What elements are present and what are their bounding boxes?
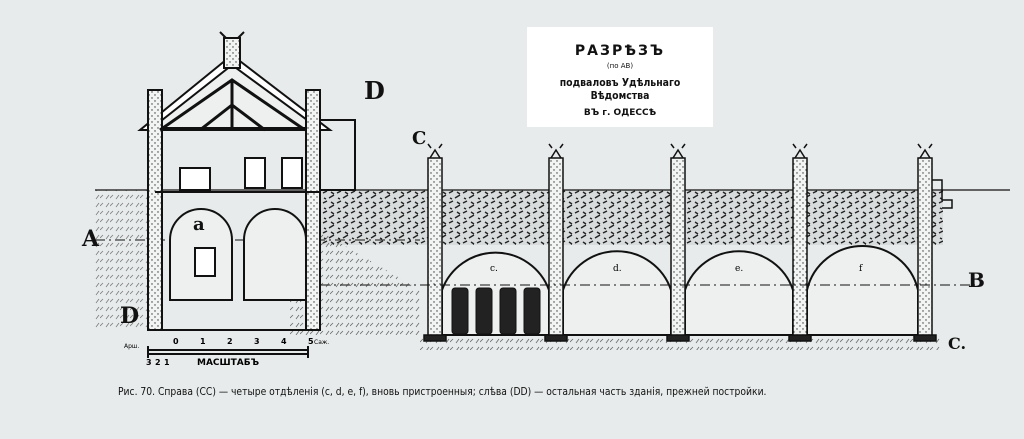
scale-tick: 1 <box>164 358 170 367</box>
title-line-3: подваловъ Удѣльнаго Вѣдомства <box>559 76 681 102</box>
barrels <box>451 287 541 335</box>
label-c-bottom: C. <box>948 334 967 353</box>
label-vault-d: d. <box>613 264 622 274</box>
title-plate: РАЗРѢЗЪ (по AB) подваловъ Удѣльнаго Вѣдо… <box>527 27 713 127</box>
scale-tick: 2 <box>227 337 233 346</box>
label-c-top: C <box>412 128 427 149</box>
pillars <box>423 157 937 342</box>
scale-tick: 5 <box>308 337 314 346</box>
scale-title: МАСШТАБЪ <box>197 358 260 368</box>
label-vault-e: e. <box>735 264 744 274</box>
label-d-top: D <box>364 76 385 105</box>
label-b: B <box>968 268 985 292</box>
scale-bar <box>147 346 309 358</box>
scale-tick: 4 <box>281 337 287 346</box>
label-vault-f: f <box>859 264 863 274</box>
title-line-1: РАЗРѢЗЪ <box>574 43 666 59</box>
scale-tick: 0 <box>173 337 179 346</box>
earth-fill <box>95 189 1010 350</box>
old-building <box>137 31 356 331</box>
scale-tick: 2 <box>155 358 161 367</box>
scale-tick: 3 <box>146 358 152 367</box>
vent-icons <box>427 143 953 209</box>
title-line-2: (по AB) <box>606 62 634 70</box>
label-a: A <box>82 226 100 252</box>
scale-right-unit: Саж. <box>314 339 330 346</box>
figure-caption: Рис. 70. Справа (CC) — четыре отдѣленія … <box>118 385 767 398</box>
scale-tick: 3 <box>254 337 260 346</box>
scale-tick: 1 <box>200 337 206 346</box>
label-d-bottom: D <box>120 303 140 329</box>
label-vault-a: a <box>193 214 205 235</box>
new-vaults <box>441 245 919 336</box>
title-line-4: ВЪ г. ОДЕССѢ <box>583 108 657 118</box>
scale-left-unit: Арш. <box>124 343 140 350</box>
label-vault-c: c. <box>490 264 498 274</box>
